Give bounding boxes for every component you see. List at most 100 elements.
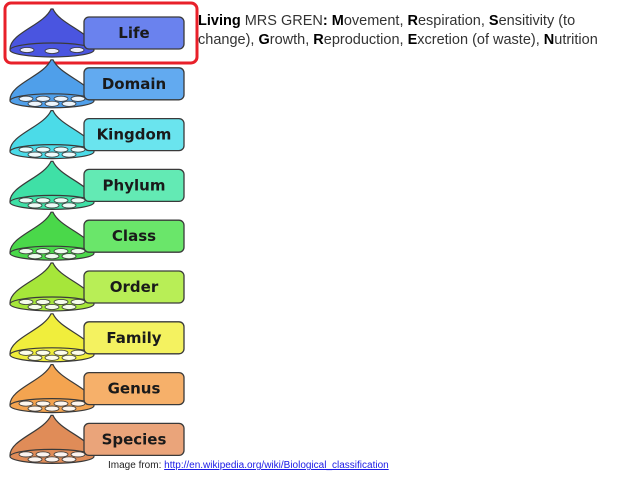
rank-box: [83, 270, 185, 304]
rank-domain: Domain: [9, 59, 185, 109]
mnemonic-segment: rowth,: [269, 32, 314, 48]
mnemonic-segment: MRS GREN: [240, 13, 323, 29]
rank-label: Genus: [108, 380, 161, 398]
mnemonic-segment: R: [313, 32, 324, 48]
rank-label: Family: [106, 329, 161, 347]
rank-species: Species: [9, 414, 185, 464]
subgroup-oval: [53, 298, 69, 306]
mnemonic-segment: xcretion (of waste),: [417, 32, 544, 48]
subgroup-oval: [53, 95, 69, 102]
subgroup-oval: [53, 248, 69, 255]
credit-link[interactable]: http://en.wikipedia.org/wiki/Biological_…: [164, 460, 389, 471]
subgroup-oval: [18, 451, 34, 458]
subgroup-oval: [70, 298, 86, 306]
subgroup-oval: [53, 451, 69, 458]
subgroup-oval: [69, 46, 85, 54]
mnemonic-segment: G: [258, 32, 270, 48]
rank-genus: Genus: [9, 364, 185, 414]
mnemonic-segment: E: [407, 32, 418, 48]
rank-box: [83, 321, 185, 355]
rank-box: [83, 371, 185, 406]
subgroup-oval: [35, 349, 51, 356]
subgroup-oval: [44, 456, 60, 463]
subgroup-oval: [61, 100, 77, 107]
subgroup-oval: [19, 46, 35, 54]
subgroup-oval: [35, 146, 51, 153]
highlight-box: [3, 1, 199, 65]
subgroup-oval: [61, 405, 77, 412]
subgroup-oval: [70, 248, 86, 255]
subgroup-oval: [44, 100, 60, 107]
subgroup-oval: [18, 95, 34, 102]
subgroup-oval: [18, 298, 34, 306]
subgroup-oval: [18, 349, 34, 356]
rank-box: [83, 16, 185, 50]
subgroup-oval: [27, 253, 43, 260]
image-credit: Image from: http://en.wikipedia.org/wiki…: [108, 460, 389, 471]
subgroup-oval: [70, 146, 86, 153]
subgroup-oval: [70, 197, 86, 204]
subgroup-oval: [70, 451, 86, 458]
subgroup-oval: [61, 202, 77, 209]
mnemonic-segment: Living: [198, 13, 241, 29]
rank-label: Domain: [102, 75, 166, 93]
subgroup-oval: [61, 151, 77, 158]
mnemonic-segment: ensitivity (to change),: [198, 13, 576, 48]
rank-life: Life: [3, 1, 199, 65]
subgroup-oval: [27, 100, 43, 107]
rank-label: Species: [102, 430, 167, 448]
subgroup-oval: [27, 354, 43, 361]
subgroup-oval: [53, 400, 69, 407]
rank-kingdom: Kingdom: [9, 110, 185, 160]
rank-phylum: Phylum: [9, 160, 185, 210]
rank-box: [83, 219, 185, 253]
subgroup-oval: [18, 400, 34, 407]
mnemonic-segment: utrition: [554, 32, 598, 48]
subgroup-oval: [53, 349, 69, 356]
subgroup-oval: [35, 451, 51, 458]
subgroup-oval: [61, 303, 77, 311]
subgroup-oval: [70, 349, 86, 356]
mnemonic-segment: ovement,: [343, 13, 408, 29]
rank-box: [83, 422, 185, 457]
subgroup-oval: [44, 151, 60, 158]
subgroup-oval: [70, 400, 86, 407]
rank-label: Order: [110, 278, 159, 296]
rank-label: Life: [118, 24, 149, 42]
subgroup-oval: [61, 354, 77, 361]
rank-family: Family: [9, 313, 185, 363]
subgroup-oval: [18, 197, 34, 204]
subgroup-oval: [70, 95, 86, 102]
mnemonic-segment: N: [543, 32, 555, 48]
subgroup-oval: [61, 456, 77, 463]
subgroup-oval: [53, 197, 69, 204]
rank-box: [83, 117, 185, 152]
subgroup-oval: [44, 202, 60, 209]
subgroup-oval: [44, 405, 60, 412]
subgroup-oval: [44, 303, 60, 311]
rank-label: Kingdom: [97, 126, 172, 144]
subgroup-oval: [44, 354, 60, 361]
credit-prefix: Image from:: [108, 460, 165, 471]
subgroup-oval: [35, 248, 51, 255]
mnemonic-segment: S: [488, 13, 499, 29]
mnemonic-segment: R: [407, 13, 418, 29]
subgroup-oval: [27, 151, 43, 158]
subgroup-oval: [44, 47, 60, 55]
mnemonic-segment: M: [331, 13, 344, 29]
subgroup-oval: [18, 146, 34, 153]
mnemonic-segment: eproduction,: [323, 32, 408, 48]
subgroup-oval: [27, 456, 43, 463]
rank-box: [83, 67, 185, 101]
subgroup-oval: [35, 95, 51, 102]
subgroup-oval: [35, 298, 51, 306]
subgroup-oval: [53, 146, 69, 153]
rank-label: Class: [112, 227, 156, 245]
subgroup-oval: [27, 202, 43, 209]
rank-order: Order: [9, 262, 185, 312]
subgroup-oval: [61, 253, 77, 260]
subgroup-oval: [44, 253, 60, 260]
mnemonic-segment: :: [322, 13, 332, 29]
subgroup-oval: [35, 197, 51, 204]
rank-class: Class: [9, 211, 185, 261]
